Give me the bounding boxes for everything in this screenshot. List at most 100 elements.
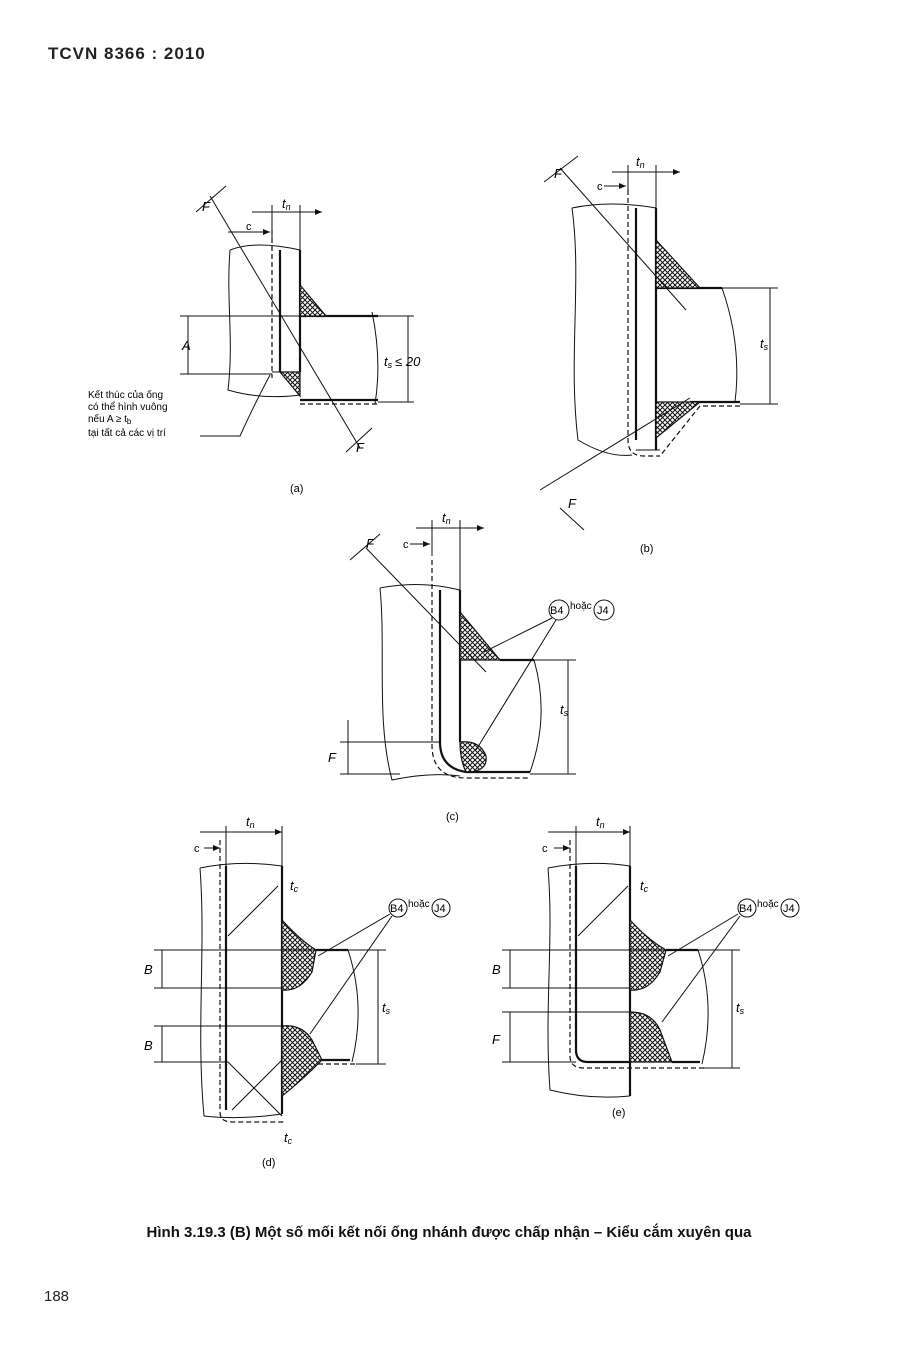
page-header: TCVN 8366 : 2010	[48, 44, 206, 63]
figure-d-weld-bottom	[281, 1025, 323, 1098]
figure-a-note-leader	[200, 374, 271, 437]
figure-e-ts-label: ts	[736, 1000, 745, 1016]
figure-c-break-line	[379, 583, 461, 781]
figure-e-leader-1	[667, 913, 739, 957]
figure-d-nozzle-dashed	[219, 840, 286, 1123]
figure-e-weld-j4: J4	[783, 903, 795, 915]
figure-c-f-line	[365, 547, 487, 673]
figure-d-caption: (d)	[262, 1157, 275, 1169]
figure-d-branch-break	[347, 949, 359, 1063]
figure-c-leader-2	[475, 619, 557, 751]
figure-d-tc-label-top: tc	[290, 878, 299, 894]
figure-b-break-line	[571, 203, 657, 456]
figure-e-nozzle-bend	[574, 1049, 630, 1064]
figure-b-f-label-bottom: F	[568, 496, 577, 511]
figure-b-f-tick-bottom	[559, 507, 585, 531]
figure-a-f-tick-bottom	[345, 427, 373, 453]
figure-d-weld-b4: B4	[390, 903, 403, 915]
figure-caption: Hình 3.19.3 (B) Một số mối kết nối ống n…	[146, 1224, 752, 1241]
figure-d-weld-b4-circle	[388, 898, 408, 918]
figure-e-branch-break	[697, 949, 709, 1065]
figure-c-f-tick	[349, 533, 381, 561]
figure-a-note: Kết thúc của ống có thể hình vuông nếu A…	[88, 389, 170, 439]
figure-b-tn-label: tn	[636, 154, 645, 170]
figure-b-c-label: c	[597, 181, 603, 193]
figure-e-caption: (e)	[612, 1107, 625, 1119]
figure-a-tn-label: tn	[282, 196, 291, 212]
figure-d-b-label-2: B	[144, 1038, 153, 1053]
figure-b-branch-break	[721, 287, 738, 403]
figure-e-weld-b4-circle	[737, 898, 757, 918]
figure-c-nozzle-dashed	[431, 560, 530, 779]
figure-b-f-line-lower	[539, 397, 691, 491]
figure-c-branch-break	[529, 659, 542, 773]
figure-d-hoac: hoặc	[408, 899, 430, 910]
figure-b-weld-bottom	[655, 401, 702, 440]
figure-e-weld-b4: B4	[739, 903, 752, 915]
figure-b-caption: (b)	[640, 543, 653, 555]
figure-a-ts-label: ts≤ 20	[384, 354, 421, 370]
figure-b-weld-top	[655, 238, 702, 289]
figure-d-weld-top	[281, 918, 317, 991]
figure-a-f-line	[209, 195, 361, 449]
figure-c-leader-1	[483, 617, 553, 653]
figure-e-tc-label: tc	[640, 878, 649, 894]
figure-a-weld-bottom	[278, 371, 301, 398]
figure-a-c-label: c	[246, 221, 252, 233]
figure-c-weld-b4-circle	[548, 599, 570, 621]
figure-d-tc-label-bottom: tc	[284, 1130, 293, 1146]
figure-c-ts-label: ts	[560, 702, 569, 718]
figure-c-tn-label: tn	[442, 510, 451, 526]
figure-b-f-line	[559, 167, 687, 311]
figure-e-nozzle-dashed	[569, 840, 704, 1069]
figure-d-weld-j4-circle	[431, 898, 451, 918]
figure-a-break-line	[227, 244, 301, 398]
figure-e-hoac: hoặc	[757, 899, 779, 910]
figure-a-weld-top	[299, 283, 328, 317]
figure-d-leader-1	[317, 913, 391, 957]
branch-connection-figures: F F c tn A ts≤ 20 Kết thúc của ống có th…	[88, 154, 800, 1169]
figure-d: tc tc c tn B B ts B4 hoặc J4 (d)	[144, 814, 451, 1169]
figure-e-weld-top	[629, 918, 667, 991]
figure-d-c-label: c	[194, 843, 200, 855]
figure-e-weld-bottom	[629, 1011, 673, 1063]
figure-e-tn-label: tn	[596, 814, 605, 830]
figure-b-f-label-top: F	[554, 166, 563, 181]
figure-c: F F c tn ts B4 hoặc J4 (c)	[328, 510, 615, 823]
figure-c-nozzle-bend	[438, 741, 467, 774]
figure-d-leader-2	[309, 915, 393, 1035]
figure-b-ts-label: ts	[760, 336, 769, 352]
figure-d-b-label-1: B	[144, 962, 153, 977]
figure-c-f-label-top: F	[366, 536, 375, 551]
figure-d-break-line	[199, 862, 283, 1119]
figure-a-a-label: A	[181, 338, 191, 353]
figure-c-weld-bottom	[459, 741, 487, 773]
figure-e-c-label: c	[542, 843, 548, 855]
figure-b-f-tick-top	[543, 155, 579, 183]
figure-e-break-line	[547, 862, 631, 1098]
page-number: 188	[44, 1288, 70, 1305]
figure-c-weld-top	[459, 610, 502, 661]
figure-a-f-label-bottom: F	[356, 440, 365, 455]
figure-a: F F c tn A ts≤ 20 Kết thúc của ống có th…	[88, 185, 421, 495]
figure-c-weld-j4: J4	[597, 605, 609, 617]
figure-c-c-label: c	[403, 539, 409, 551]
figure-e-leader-2	[661, 915, 741, 1023]
figure-a-caption: (a)	[290, 483, 303, 495]
figure-c-caption: (c)	[446, 811, 459, 823]
figure-e-tc-line	[577, 885, 629, 937]
figure-c-weld-j4-circle	[593, 599, 615, 621]
figure-e: tc c tn B F ts B4 hoặc J4 (e)	[492, 814, 800, 1119]
figure-e-f-label: F	[492, 1032, 501, 1047]
figure-c-weld-b4: B4	[550, 605, 563, 617]
figure-d-tn-label: tn	[246, 814, 255, 830]
figure-b: F F c tn ts (b)	[539, 154, 778, 555]
figure-d-tc-line-mid	[231, 1059, 283, 1111]
figure-a-f-tick-top	[195, 185, 227, 213]
figure-b-nozzle-dashed	[627, 190, 660, 457]
figure-d-weld-j4: J4	[434, 903, 446, 915]
figure-d-tc-line-bottom	[227, 1061, 283, 1117]
figure-b-branch-dashed	[659, 405, 740, 457]
figure-a-branch-break	[371, 311, 379, 405]
figure-c-f-label-side: F	[328, 750, 337, 765]
